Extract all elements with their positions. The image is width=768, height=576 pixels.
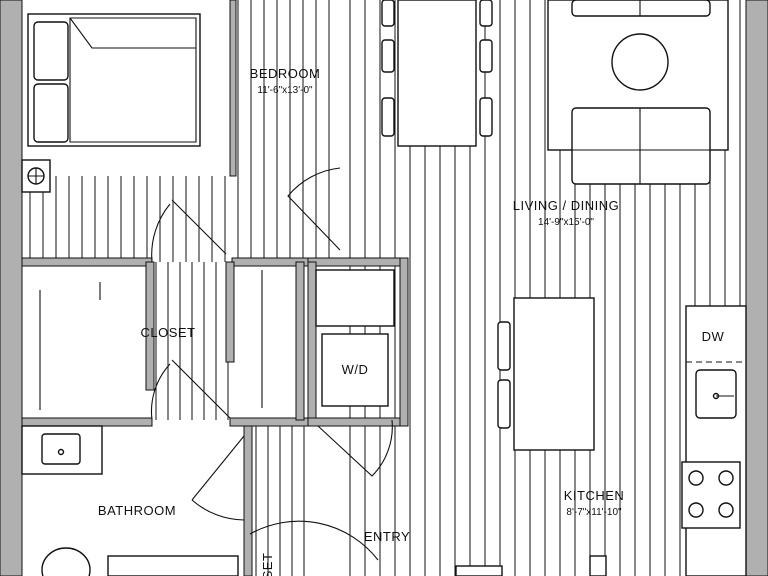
bathroom-fixtures bbox=[21, 425, 239, 576]
living-dining-label: LIVING / DINING bbox=[513, 198, 619, 213]
bedroom-label: BEDROOM bbox=[250, 66, 321, 81]
closet-label: CLOSET bbox=[140, 325, 195, 340]
dining-table bbox=[381, 0, 493, 147]
kitchen-counter bbox=[681, 305, 747, 576]
bedroom-dimensions: 11'-6"x13'-0" bbox=[257, 85, 313, 96]
bedroom-door bbox=[287, 167, 341, 251]
entry-fixtures bbox=[455, 555, 607, 576]
interior-walls bbox=[21, 0, 409, 576]
doors bbox=[150, 199, 393, 561]
kitchen-dimensions: 8'-7"x11'-10" bbox=[566, 507, 622, 518]
living-dining-dimensions: 14'-9"x15'-0" bbox=[538, 217, 594, 228]
wd-label: W/D bbox=[342, 362, 369, 377]
closet-rods bbox=[39, 270, 263, 410]
bathroom-label: BATHROOM bbox=[98, 503, 176, 518]
wood-floor-pattern bbox=[29, 0, 741, 576]
kitchen-label: KITCHEN bbox=[564, 488, 625, 503]
washer-dryer bbox=[315, 269, 395, 407]
dw-label: DW bbox=[702, 329, 725, 344]
cut-label: SET bbox=[260, 553, 275, 576]
entry-label: ENTRY bbox=[364, 529, 410, 544]
kitchen-island bbox=[497, 297, 595, 451]
bed bbox=[27, 13, 201, 147]
sofa bbox=[547, 0, 729, 185]
nightstand bbox=[21, 159, 51, 193]
